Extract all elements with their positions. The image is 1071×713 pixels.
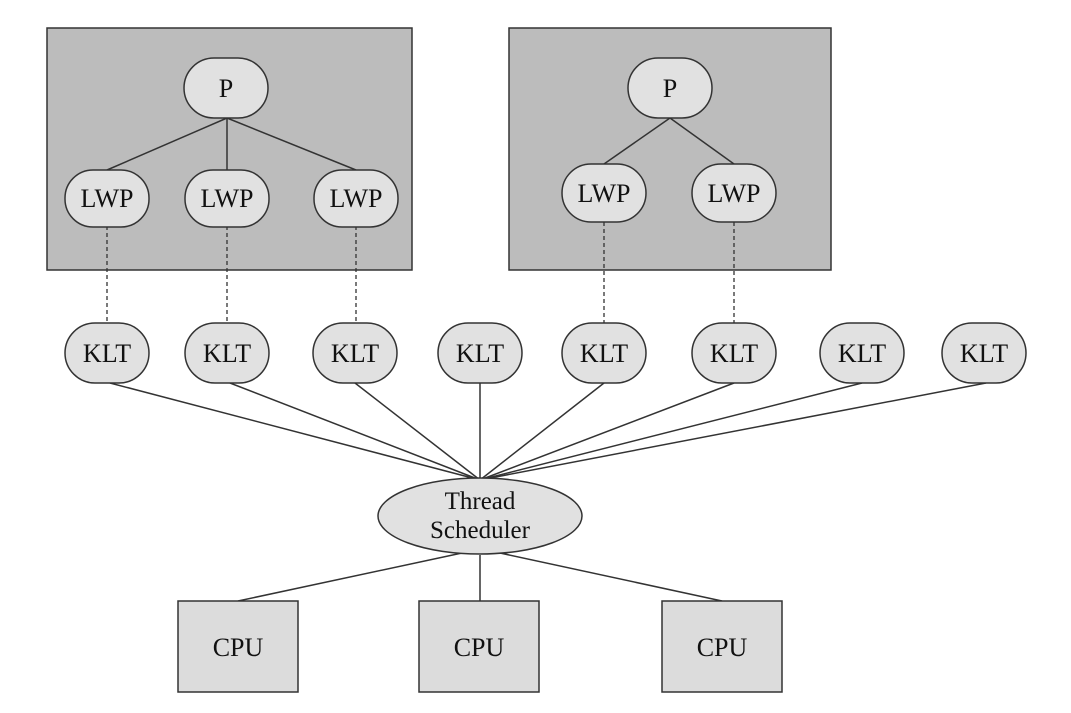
- lwp-node-label: LWP: [201, 184, 254, 213]
- lwp-node-1: LWP: [64, 169, 150, 228]
- edge-klt5-scheduler: [479, 382, 605, 481]
- klt-node-label: KLT: [83, 339, 131, 368]
- thread-scheduler-label-line2: Scheduler: [430, 517, 531, 544]
- process-node-1: P: [183, 57, 269, 119]
- process-node-2: P: [627, 57, 713, 119]
- lwp-node-label: LWP: [578, 179, 631, 208]
- edge-scheduler-cpu3: [499, 552, 723, 602]
- lwp-node-4: LWP: [561, 163, 647, 223]
- process-node-label: P: [219, 74, 233, 103]
- cpu-label: CPU: [454, 633, 505, 662]
- klt-node-label: KLT: [710, 339, 758, 368]
- klt-node-label: KLT: [838, 339, 886, 368]
- klt-node-label: KLT: [203, 339, 251, 368]
- edge-p2-lwp2: [669, 117, 735, 165]
- lwp-node-label: LWP: [81, 184, 134, 213]
- lwp-node-label: LWP: [708, 179, 761, 208]
- edge-p1-lwp3: [226, 117, 357, 171]
- edge-p1-lwp1: [106, 117, 228, 171]
- cpu-box-2: CPU: [418, 600, 540, 693]
- lwp-node-label: LWP: [330, 184, 383, 213]
- cpu-box-1: CPU: [177, 600, 299, 693]
- edge-klt7-scheduler: [479, 382, 863, 481]
- edge-klt2-scheduler: [229, 382, 481, 481]
- cpu-label: CPU: [697, 633, 748, 662]
- thread-scheduler-node: Thread Scheduler: [377, 477, 583, 555]
- process-node-label: P: [663, 74, 677, 103]
- cpu-box-3: CPU: [661, 600, 783, 693]
- klt-node-4: KLT: [437, 322, 523, 384]
- edge-scheduler-cpu1: [237, 552, 463, 602]
- klt-node-8: KLT: [941, 322, 1027, 384]
- lwp-node-2: LWP: [184, 169, 270, 228]
- edge-klt6-scheduler: [479, 382, 735, 481]
- edge-klt1-scheduler: [109, 382, 481, 481]
- klt-node-label: KLT: [456, 339, 504, 368]
- edge-klt8-scheduler: [479, 382, 987, 481]
- klt-node-5: KLT: [561, 322, 647, 384]
- klt-node-7: KLT: [819, 322, 905, 384]
- klt-node-3: KLT: [312, 322, 398, 384]
- lwp-node-3: LWP: [313, 169, 399, 228]
- thread-scheduler-label-line1: Thread: [445, 488, 516, 515]
- klt-node-label: KLT: [960, 339, 1008, 368]
- klt-node-2: KLT: [184, 322, 270, 384]
- klt-node-label: KLT: [331, 339, 379, 368]
- klt-node-1: KLT: [64, 322, 150, 384]
- klt-node-6: KLT: [691, 322, 777, 384]
- edge-p2-lwp1: [603, 117, 671, 165]
- lwp-node-5: LWP: [691, 163, 777, 223]
- klt-node-label: KLT: [580, 339, 628, 368]
- cpu-label: CPU: [213, 633, 264, 662]
- edge-klt3-scheduler: [354, 382, 481, 481]
